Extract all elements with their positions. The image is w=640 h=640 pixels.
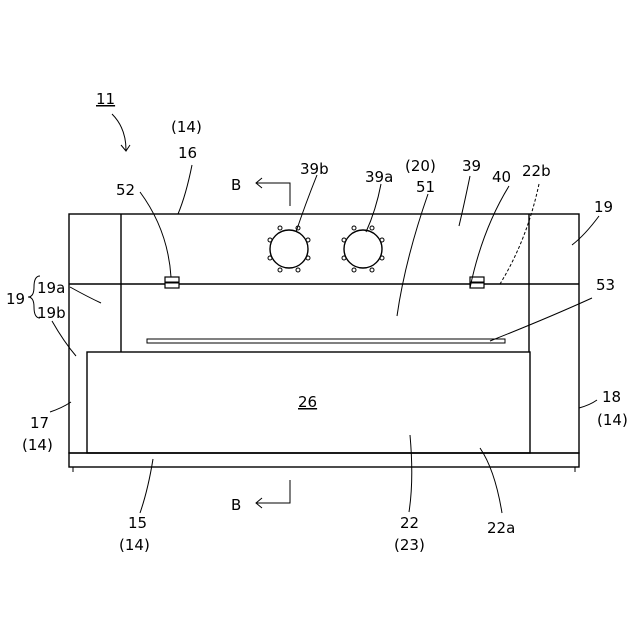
section-marker-top <box>256 178 290 206</box>
label-22b: 22b <box>522 162 551 180</box>
leader-19-right <box>572 216 599 245</box>
leader-52 <box>140 192 171 277</box>
leader-19b <box>52 321 76 356</box>
bottom-plate-15 <box>69 453 579 467</box>
label-51: 51 <box>416 178 435 196</box>
label-18: 18 <box>602 388 621 406</box>
label-11: 11 <box>96 90 115 108</box>
leader-40 <box>470 186 509 288</box>
leader-18 <box>579 400 597 408</box>
label-26: 26 <box>298 393 317 411</box>
label-20: (20) <box>405 157 436 175</box>
leader-19a <box>70 287 101 303</box>
label-section-b-bottom: B <box>231 496 241 514</box>
label-53: 53 <box>596 276 615 294</box>
leader-22b <box>500 184 539 284</box>
leader-39 <box>459 176 470 226</box>
label-19-left: 19 <box>6 290 25 308</box>
label-40: 40 <box>492 168 511 186</box>
label-23: (23) <box>394 536 425 554</box>
leader-39a <box>366 184 381 232</box>
leader-22a <box>480 448 502 513</box>
hinge-52 <box>165 277 179 288</box>
leader-51 <box>397 194 428 316</box>
label-19a: 19a <box>37 279 65 297</box>
label-16: 16 <box>178 144 197 162</box>
label-14-top: (14) <box>171 118 202 136</box>
label-22: 22 <box>400 514 419 532</box>
label-39b: 39b <box>300 160 329 178</box>
rail-53 <box>147 339 505 343</box>
label-17: 17 <box>30 414 49 432</box>
label-15: 15 <box>128 514 147 532</box>
fan-opening-39a <box>342 226 384 272</box>
leader-22 <box>409 435 412 512</box>
label-19b: 19b <box>37 304 66 322</box>
label-14-left: (14) <box>22 436 53 454</box>
fan-opening-39b <box>268 226 310 272</box>
housing-outline <box>69 214 579 453</box>
leader-39b <box>296 175 317 232</box>
label-39a: 39a <box>365 168 393 186</box>
leader-17 <box>50 402 71 412</box>
leader-53 <box>490 298 592 341</box>
section-marker-bottom <box>256 480 290 508</box>
label-22a: 22a <box>487 519 515 537</box>
leader-11 <box>112 114 126 150</box>
label-39: 39 <box>462 157 481 175</box>
leader-16 <box>178 165 192 214</box>
label-section-b-top: B <box>231 176 241 194</box>
label-52: 52 <box>116 181 135 199</box>
label-19-right: 19 <box>594 198 613 216</box>
label-14-right: (14) <box>597 411 628 429</box>
label-14-bottom: (14) <box>119 536 150 554</box>
